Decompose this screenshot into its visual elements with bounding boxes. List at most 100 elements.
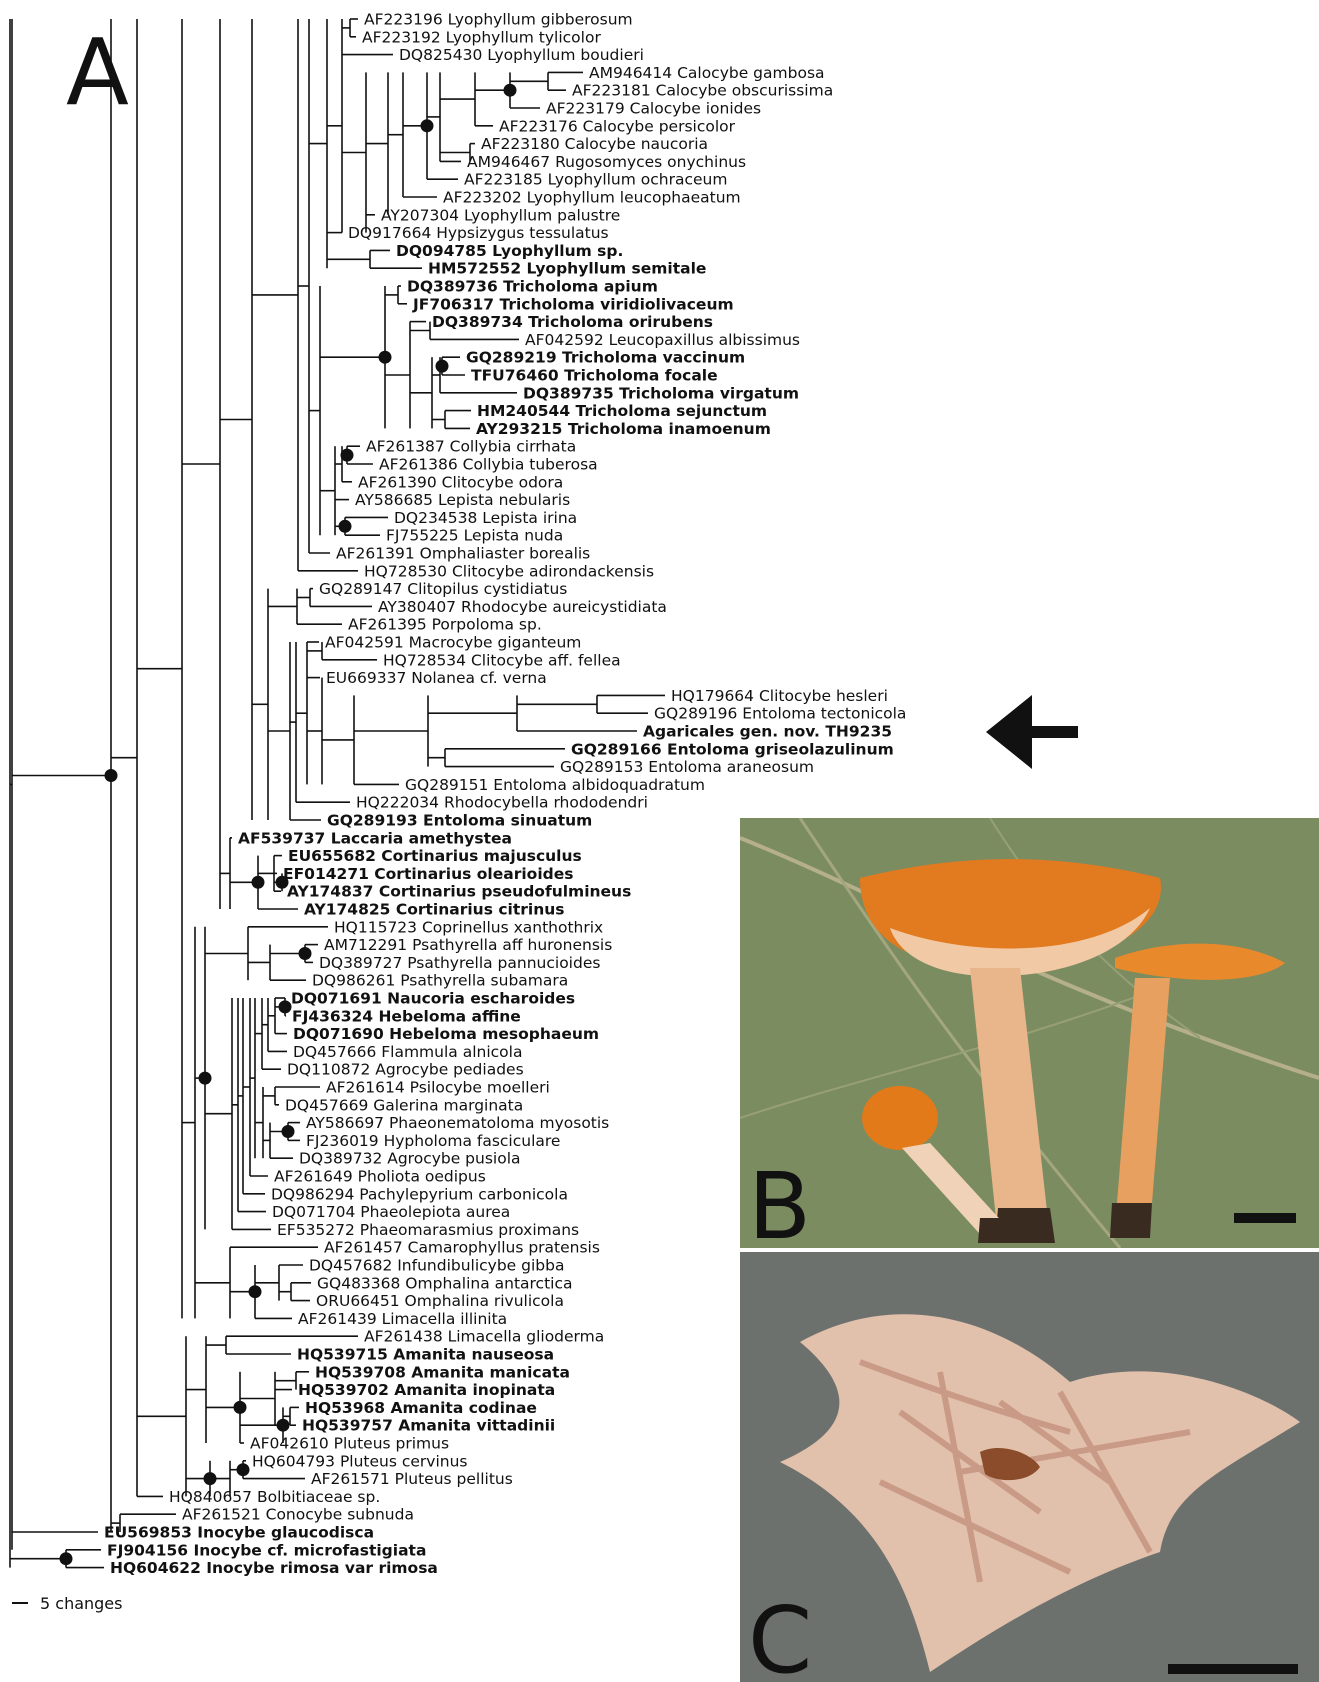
taxon-label: AF261614 Psilocybe moelleri <box>326 1079 550 1097</box>
taxon-label: AF261439 Limacella illinita <box>298 1310 507 1328</box>
taxon-label: AF261521 Conocybe subnuda <box>182 1506 414 1524</box>
taxon-label: EF014271 Cortinarius olearioides <box>283 865 573 883</box>
support-dot <box>279 1000 292 1013</box>
taxon-label: HQ539715 Amanita nauseosa <box>297 1346 554 1364</box>
support-dot <box>237 1463 250 1476</box>
taxon-label: AM946414 Calocybe gambosa <box>589 64 825 82</box>
taxon-label: DQ389732 Agrocybe pusiola <box>299 1150 521 1168</box>
taxon-label: AF223202 Lyophyllum leucophaeatum <box>443 189 741 207</box>
highlight-arrow <box>986 695 1078 769</box>
taxon-label: HM572552 Lyophyllum semitale <box>428 260 706 278</box>
taxon-label: DQ917664 Hypsizygus tessulatus <box>348 224 609 242</box>
taxon-label: DQ457682 Infundibulicybe gibba <box>309 1257 564 1275</box>
taxon-label: EU669337 Nolanea cf. verna <box>326 669 547 687</box>
taxon-label: DQ234538 Lepista irina <box>394 509 577 527</box>
taxon-label: DQ094785 Lyophyllum sp. <box>396 242 623 260</box>
taxon-label: FJ904156 Inocybe cf. microfastigiata <box>107 1541 426 1559</box>
taxon-label: AF261457 Camarophyllus pratensis <box>324 1239 600 1257</box>
taxon-label: DQ071690 Hebeloma mesophaeum <box>293 1025 599 1043</box>
taxon-label: GQ289166 Entoloma griseolazulinum <box>571 740 894 758</box>
support-dot <box>379 351 392 364</box>
support-dot <box>282 1125 295 1138</box>
taxon-label: GQ289153 Entoloma araneosum <box>560 758 814 776</box>
taxon-label: GQ483368 Omphalina antarctica <box>317 1274 573 1292</box>
taxon-label: AF042610 Pluteus primus <box>250 1435 449 1453</box>
taxon-label: AF261649 Pholiota oedipus <box>274 1168 486 1186</box>
support-dot <box>421 119 434 132</box>
taxon-label: HM240544 Tricholoma sejunctum <box>477 402 767 420</box>
support-dot <box>60 1552 73 1565</box>
taxon-label: HQ604793 Pluteus cervinus <box>252 1452 468 1470</box>
taxon-label: AY207304 Lyophyllum palustre <box>381 206 620 224</box>
taxon-label: AF223179 Calocybe ionides <box>546 100 761 118</box>
taxon-label: AF261387 Collybia cirrhata <box>366 438 576 456</box>
taxon-label: DQ457666 Flammula alnicola <box>293 1043 522 1061</box>
taxon-label: EU655682 Cortinarius majusculus <box>288 847 582 865</box>
taxon-label: DQ071704 Phaeolepiota aurea <box>272 1203 510 1221</box>
taxon-label: FJ436324 Hebeloma affine <box>292 1007 521 1025</box>
taxon-label: FJ755225 Lepista nuda <box>386 527 563 545</box>
taxon-label: FJ236019 Hypholoma fasciculare <box>306 1132 560 1150</box>
taxon-label: AF261395 Porpoloma sp. <box>348 616 542 634</box>
taxon-label: GQ289196 Entoloma tectonicola <box>654 705 906 723</box>
taxon-label: AF223176 Calocybe persicolor <box>499 117 736 135</box>
taxon-label: AY174825 Cortinarius citrinus <box>304 901 565 919</box>
taxon-label: AF261571 Pluteus pellitus <box>311 1470 513 1488</box>
taxon-label: AF261438 Limacella glioderma <box>364 1328 604 1346</box>
panel-label-b: B <box>748 1153 811 1248</box>
taxon-label: GQ289151 Entoloma albidoquadratum <box>405 776 705 794</box>
photo-mushroom-fruitbodies: B <box>740 818 1319 1248</box>
support-dot <box>249 1285 262 1298</box>
taxon-label: HQ115723 Coprinellus xanthothrix <box>334 918 603 936</box>
taxon-label: AY174837 Cortinarius pseudofulmineus <box>287 883 631 901</box>
taxon-label: TFU76460 Tricholoma focale <box>471 367 718 385</box>
taxon-label: DQ457669 Galerina marginata <box>285 1096 523 1114</box>
taxon-label: GQ289219 Tricholoma vaccinum <box>466 349 745 367</box>
taxon-label: ORU66451 Omphalina rivulicola <box>316 1292 564 1310</box>
taxon-label: AF223192 Lyophyllum tylicolor <box>362 28 601 46</box>
photo-sclerotia-rhizomorphs: C <box>740 1252 1319 1682</box>
taxon-label: EF535272 Phaeomarasmius proximans <box>277 1221 579 1239</box>
taxon-label: JF706317 Tricholoma viridiolivaceum <box>412 295 734 313</box>
taxon-label: DQ389736 Tricholoma apium <box>407 278 658 296</box>
taxon-label: AF223180 Calocybe naucoria <box>481 135 708 153</box>
support-dot <box>199 1072 212 1085</box>
taxon-label: HQ222034 Rhodocybella rhododendri <box>356 794 648 812</box>
taxon-label: DQ389734 Tricholoma orirubens <box>432 313 713 331</box>
taxon-label: AM946467 Rugosomyces onychinus <box>467 153 746 171</box>
taxon-label: DQ389727 Psathyrella pannucioides <box>319 954 600 972</box>
taxon-label: AF261386 Collybia tuberosa <box>379 456 598 474</box>
scale-bar: 5 changes <box>12 1594 122 1613</box>
taxon-label: AF223181 Calocybe obscurissima <box>572 82 833 100</box>
support-dot <box>339 520 352 533</box>
taxon-label: EU569853 Inocybe glaucodisca <box>104 1524 374 1542</box>
support-dot <box>234 1401 247 1414</box>
taxon-label: AY586697 Phaeonematoloma myosotis <box>306 1114 609 1132</box>
taxon-label: DQ071691 Naucoria escharoides <box>291 990 575 1008</box>
taxon-label: DQ110872 Agrocybe pediades <box>287 1061 524 1079</box>
support-dot <box>299 947 312 960</box>
taxon-label: GQ289193 Entoloma sinuatum <box>327 812 592 830</box>
support-dot <box>105 769 118 782</box>
taxon-label: HQ539757 Amanita vittadinii <box>302 1417 555 1435</box>
taxon-label: AF261390 Clitocybe odora <box>358 473 563 491</box>
taxon-label: AF223196 Lyophyllum gibberosum <box>364 11 633 29</box>
taxon-label: AF223185 Lyophyllum ochraceum <box>464 171 727 189</box>
taxon-label: Agaricales gen. nov. TH9235 <box>643 723 892 741</box>
support-dot <box>204 1472 217 1485</box>
taxon-label: HQ53968 Amanita codinae <box>305 1399 537 1417</box>
taxon-label: GQ289147 Clitopilus cystidiatus <box>319 580 567 598</box>
support-dot <box>504 84 517 97</box>
taxon-label: HQ604622 Inocybe rimosa var rimosa <box>110 1559 438 1577</box>
panel-label-c: C <box>748 1587 812 1682</box>
taxon-label: AY586685 Lepista nebularis <box>355 491 570 509</box>
taxon-label: AF042592 Leucopaxillus albissimus <box>525 331 800 349</box>
support-dot <box>341 449 354 462</box>
taxon-label: AF261391 Omphaliaster borealis <box>336 545 590 563</box>
taxon-label: HQ728534 Clitocybe aff. fellea <box>383 651 621 669</box>
taxon-label: HQ179664 Clitocybe hesleri <box>671 687 888 705</box>
taxon-label: HQ539708 Amanita manicata <box>315 1363 570 1381</box>
taxon-label: DQ986261 Psathyrella subamara <box>312 972 568 990</box>
support-dot <box>277 1419 290 1432</box>
panel-label-a: A <box>66 19 129 126</box>
